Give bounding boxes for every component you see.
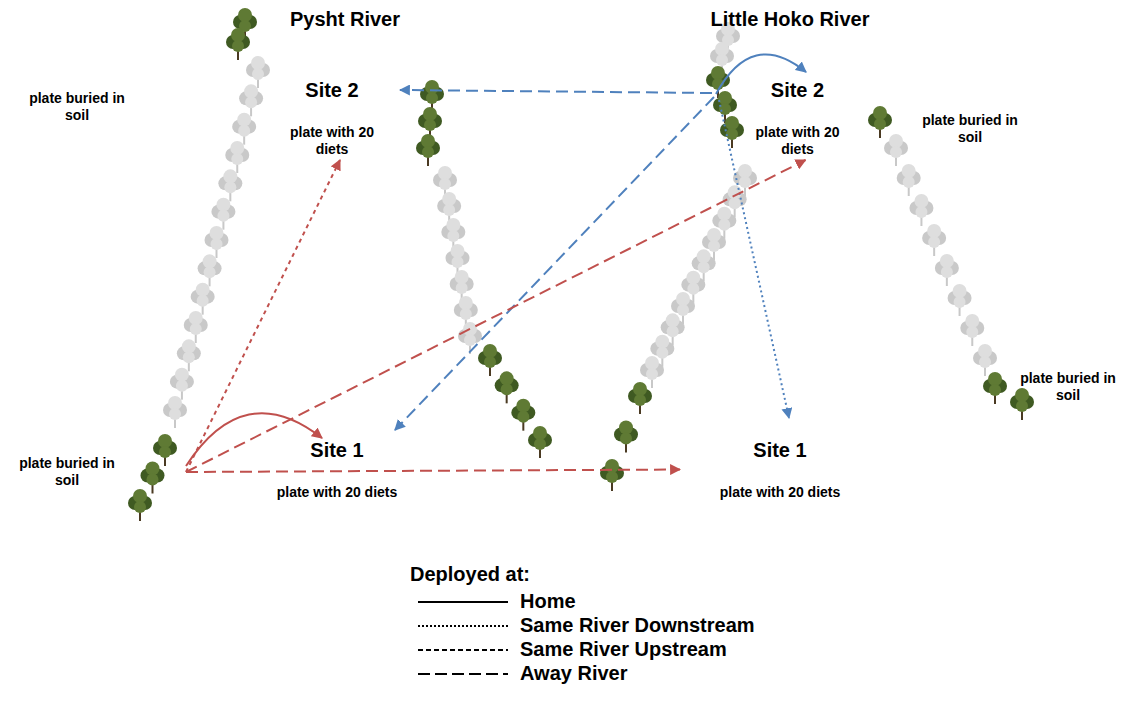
- grey-tree: [909, 194, 933, 226]
- grey-tree: [454, 296, 478, 328]
- green-tree: [868, 106, 892, 138]
- deployment-arrow: [186, 413, 322, 466]
- grey-tree: [973, 344, 997, 376]
- plate-label: plate buried in soil: [22, 90, 132, 124]
- legend-heading: Deployed at:: [410, 563, 530, 586]
- plate-label: plate with 20 diets: [680, 484, 880, 501]
- grey-tree: [884, 134, 908, 166]
- grey-tree: [205, 226, 229, 258]
- legend-text: Same River Downstream: [520, 614, 755, 637]
- site-plate: Site 1 plate with 20 diets: [680, 438, 880, 501]
- legend-text: Same River Upstream: [520, 638, 727, 661]
- grey-tree: [198, 254, 222, 286]
- legend-line-sample: [418, 673, 508, 675]
- legend-line-sample: [418, 649, 508, 651]
- site-name: Site 1: [680, 438, 880, 462]
- deployment-arrow: [186, 470, 680, 473]
- plate-label: plate with 20 diets: [222, 484, 452, 501]
- river-title: Little Hoko River: [711, 8, 870, 31]
- site-plate: Site 2 plate with 20 diets: [272, 78, 392, 158]
- green-tree: [226, 28, 250, 60]
- green-tree: [1010, 388, 1034, 420]
- grey-tree: [177, 339, 201, 371]
- grey-tree: [184, 311, 208, 343]
- grey-tree: [232, 113, 256, 145]
- deployment-arrow: [186, 160, 340, 472]
- grey-tree: [446, 244, 470, 276]
- legend-text: Away River: [520, 662, 627, 685]
- green-tree: [478, 344, 502, 376]
- grey-tree: [441, 218, 465, 250]
- green-tree: [628, 382, 652, 414]
- site-name: Site 2: [272, 78, 392, 102]
- grey-tree: [450, 270, 474, 302]
- legend-line-sample: [418, 601, 508, 603]
- site-plate: Site 1 plate with 20 diets: [222, 438, 452, 501]
- plate-label: plate with 20 diets: [740, 124, 855, 158]
- buried-plate: plate buried in soil: [6, 455, 186, 489]
- blue-away-arrow: [395, 97, 714, 430]
- grey-tree: [225, 141, 249, 173]
- deployment-arrow: [186, 160, 806, 472]
- grey-tree: [960, 314, 984, 346]
- legend-text: Home: [520, 590, 576, 613]
- green-tree: [614, 421, 638, 453]
- plate-label: plate buried in soil: [915, 112, 1025, 146]
- green-tree: [528, 426, 552, 458]
- grey-tree: [163, 396, 187, 428]
- grey-tree: [191, 283, 215, 315]
- green-tree: [418, 107, 442, 139]
- green-tree: [128, 489, 152, 521]
- site-name: Site 2: [740, 78, 855, 102]
- grey-tree: [935, 254, 959, 286]
- blue-deployment-arrows: [395, 54, 806, 430]
- site-name: Site 1: [222, 438, 452, 462]
- plate-label: plate with 20 diets: [272, 124, 392, 158]
- plate-label: plate buried in soil: [6, 455, 128, 489]
- grey-tree: [458, 322, 482, 354]
- green-tree: [511, 399, 535, 431]
- green-tree: [420, 80, 444, 112]
- green-tree: [495, 371, 519, 403]
- buried-plate: plate buried in soil: [1018, 370, 1118, 404]
- plate-label: plate buried in soil: [1018, 370, 1118, 404]
- grey-tree: [922, 224, 946, 256]
- grey-tree: [897, 164, 921, 196]
- grey-tree: [218, 169, 242, 201]
- buried-plate: plate buried in soil: [915, 112, 1025, 146]
- grey-tree: [246, 56, 270, 88]
- green-tree: [141, 462, 165, 494]
- legend-line-sample: [418, 625, 508, 627]
- buried-plate: plate buried in soil: [22, 90, 132, 124]
- river-title: Pysht River: [290, 8, 400, 31]
- blue-away-arrow: [400, 90, 712, 93]
- grey-tree: [211, 198, 235, 230]
- grey-tree: [437, 192, 461, 224]
- green-tree: [600, 459, 624, 491]
- grey-tree: [239, 84, 263, 116]
- grey-tree: [948, 284, 972, 316]
- green-tree: [153, 434, 177, 466]
- green-tree: [983, 372, 1007, 404]
- site-plate: Site 2 plate with 20 diets: [740, 78, 855, 158]
- grey-tree: [170, 368, 194, 400]
- grey-tree: [433, 166, 457, 198]
- blue-downstream-arrow: [719, 100, 789, 418]
- green-tree: [416, 134, 440, 166]
